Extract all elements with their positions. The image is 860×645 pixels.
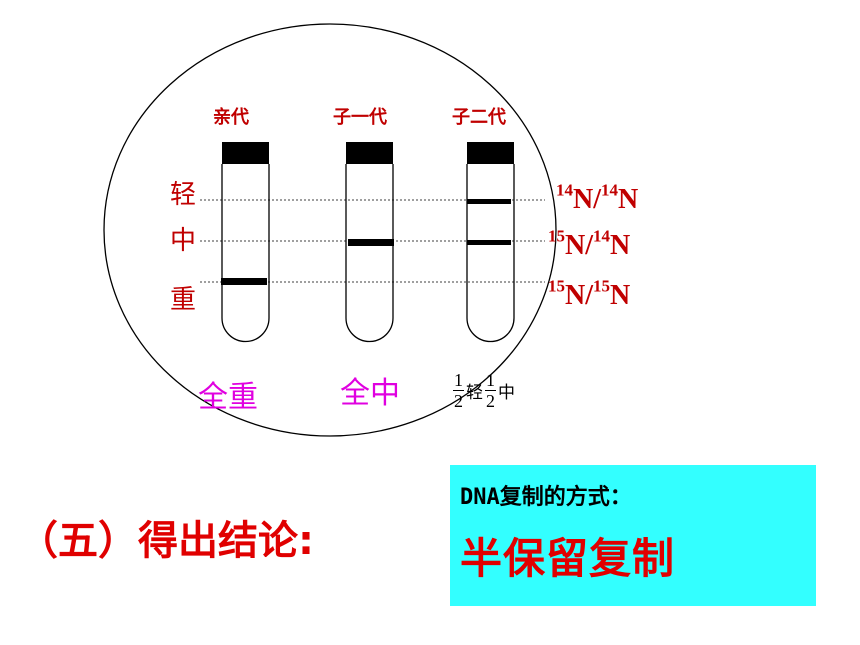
test-tube-f1 (345, 142, 394, 343)
answer-text: 半保留复制 (460, 534, 676, 583)
dna-band-middle (467, 240, 511, 245)
tube-cap (346, 142, 393, 164)
answer-box: DNA复制的方式： 半保留复制 (450, 465, 816, 606)
tube-body (221, 164, 270, 343)
dna-band-light (467, 199, 511, 204)
density-label-heavy: 重 (170, 285, 197, 315)
test-tube-f2 (466, 142, 515, 343)
conclusion-heading: （五）得出结论: (18, 518, 314, 564)
density-label-middle: 中 (170, 226, 197, 256)
dna-band-middle (348, 239, 394, 246)
result-f1: 全中 (340, 376, 400, 411)
result-parent: 全重 (198, 380, 258, 415)
tube-body (466, 164, 515, 343)
tube-cap (467, 142, 514, 164)
density-label-light: 轻 (170, 180, 197, 210)
middle-word: 中 (498, 383, 515, 402)
isotope-label-light: 14N/14N (556, 180, 639, 215)
tube-cap (222, 142, 269, 164)
answer-caption: DNA复制的方式： (460, 485, 632, 510)
tube-body (345, 164, 394, 343)
outline-circle (103, 23, 557, 437)
generation-label-f1: 子一代 (333, 107, 387, 128)
test-tube-parent (221, 142, 270, 343)
generation-label-f2: 子二代 (452, 107, 506, 128)
isotope-label-heavy: 15N/15N (548, 276, 631, 311)
light-word: 轻 (466, 383, 483, 402)
isotope-label-middle: 15N/14N (548, 226, 631, 261)
dna-band-heavy (221, 278, 267, 285)
generation-label-parent: 亲代 (213, 107, 249, 128)
